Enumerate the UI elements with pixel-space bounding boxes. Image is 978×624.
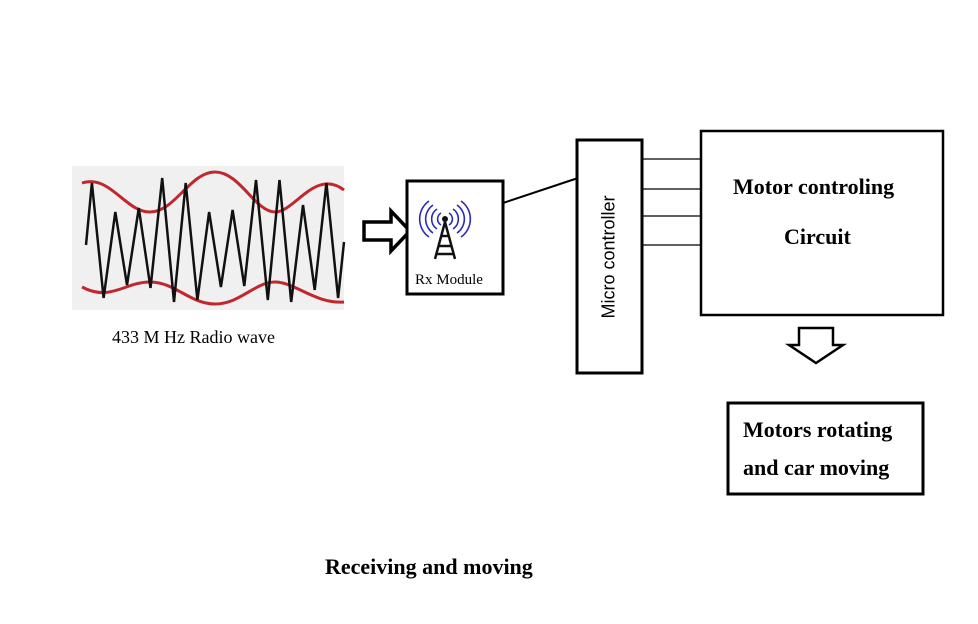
rx-module-label: Rx Module xyxy=(415,272,483,288)
down-arrow-icon xyxy=(784,326,848,365)
carrier-wave xyxy=(84,177,346,303)
motor-controller-label-line1: Motor controling xyxy=(733,174,895,199)
microcontroller-label: Micro controller xyxy=(598,195,619,319)
motor-controller-box xyxy=(699,129,945,317)
motors-label-line2: and car moving xyxy=(743,455,890,480)
radio-wave-image xyxy=(72,166,346,310)
wave-label: 433 M Hz Radio wave xyxy=(112,327,275,347)
microcontroller-box xyxy=(575,138,644,375)
rx-to-mcu-line xyxy=(502,177,579,204)
wave-envelope-top xyxy=(81,170,345,214)
motors-box xyxy=(726,401,925,496)
antenna-tower-icon xyxy=(418,200,472,260)
diagram-caption: Receiving and moving xyxy=(325,554,533,579)
control-lines xyxy=(642,158,701,246)
motor-controller-label-line2: Circuit xyxy=(784,224,851,249)
rx-module-box xyxy=(405,179,505,296)
input-arrow-icon xyxy=(362,206,413,256)
motors-label-line1: Motors rotating xyxy=(743,417,893,442)
